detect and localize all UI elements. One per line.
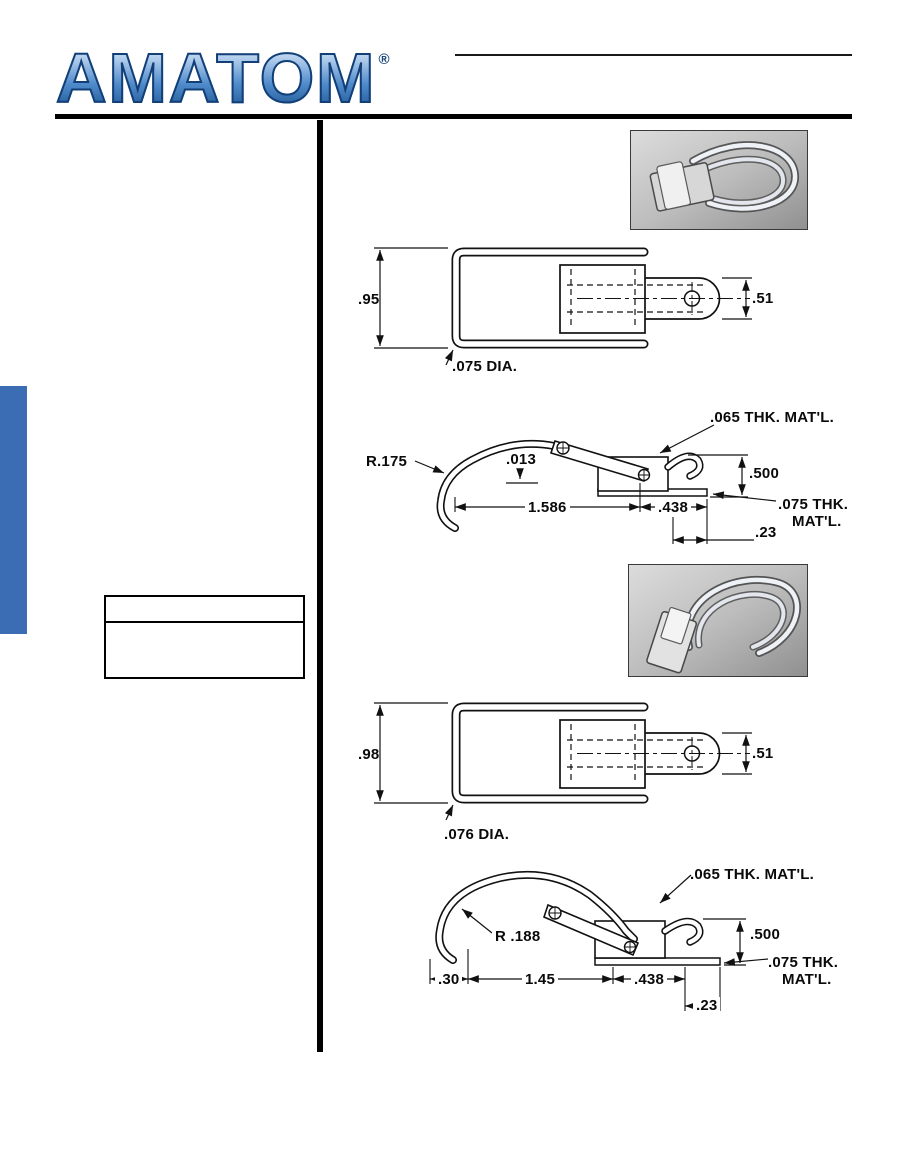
section-tab — [0, 386, 27, 634]
drawing-latch1-top-view — [352, 238, 772, 388]
dim-label-latch2-base-material-2: MAT'L. — [782, 971, 832, 988]
bail-wire — [451, 247, 649, 349]
dim-label-latch1-base-material-1: .075 THK. — [778, 496, 849, 513]
registered-trademark-icon: ® — [378, 51, 390, 68]
hook-wire — [436, 439, 580, 532]
dimension-lines — [429, 874, 769, 1011]
header-thin-rule — [455, 54, 852, 56]
dim-label-latch2-height-side: .500 — [750, 926, 780, 943]
dim-label-latch2-width: .51 — [752, 745, 774, 762]
dim-label-latch1-width: .51 — [752, 290, 774, 307]
lever — [543, 903, 640, 957]
catch-hook — [664, 452, 704, 480]
latch-body — [559, 719, 750, 789]
dim-label-latch1-overhang: .23 — [755, 524, 777, 541]
catch-hook — [661, 917, 704, 946]
dim-label-latch1-top-material: .065 THK. MAT'L. — [710, 409, 834, 426]
spec-table — [104, 595, 305, 679]
dim-label-latch1-offset: .438 — [655, 499, 691, 517]
dim-label-latch2-hook-radius: R .188 — [492, 928, 544, 946]
latch-photo-art — [631, 131, 807, 229]
drawing-latch2-side-view — [398, 863, 865, 1023]
dimension-lines — [414, 424, 777, 544]
dim-label-latch1-length: 1.586 — [525, 499, 570, 517]
dim-label-latch2-base-material-1: .075 THK. — [768, 954, 839, 971]
dim-label-latch2-top-material: .065 THK. MAT'L. — [690, 866, 814, 883]
dim-label-latch1-hook-radius: R.175 — [366, 453, 408, 470]
dim-label-latch2-hook-offset: .30 — [435, 971, 463, 989]
dim-label-latch1-height-side: .500 — [749, 465, 779, 482]
latch-photo-art — [629, 565, 807, 676]
latch-body — [559, 264, 750, 334]
column-divider — [317, 120, 323, 1052]
lever — [549, 440, 651, 482]
brand-name: AMATOM — [55, 38, 377, 118]
dim-label-latch2-length: 1.45 — [522, 971, 558, 989]
dim-label-latch2-overhang: .23 — [693, 997, 721, 1015]
drawing-latch2-top-view — [352, 693, 772, 843]
product-photo-latch2 — [628, 564, 808, 677]
hook-wire — [435, 870, 638, 964]
product-photo-latch1 — [630, 130, 808, 230]
dim-label-latch1-wire-dia: .075 DIA. — [452, 358, 518, 375]
bail-wire — [451, 702, 649, 804]
dim-label-latch1-height: .95 — [358, 291, 380, 308]
dim-label-latch2-offset: .438 — [631, 971, 667, 989]
spec-table-header-row — [106, 621, 303, 623]
dim-label-latch2-height: .98 — [358, 746, 380, 763]
dim-label-latch2-wire-dia: .076 DIA. — [444, 826, 510, 843]
drawing-latch1-side-view — [358, 413, 863, 563]
dim-label-latch1-gap: .013 — [506, 451, 536, 468]
brand-logo: AMATOM® — [55, 38, 390, 118]
dimension-lines — [374, 702, 752, 821]
dimension-lines — [374, 247, 752, 366]
header-thick-rule — [55, 114, 852, 119]
base-plate — [594, 957, 721, 966]
dim-label-latch1-base-material-2: MAT'L. — [792, 513, 842, 530]
